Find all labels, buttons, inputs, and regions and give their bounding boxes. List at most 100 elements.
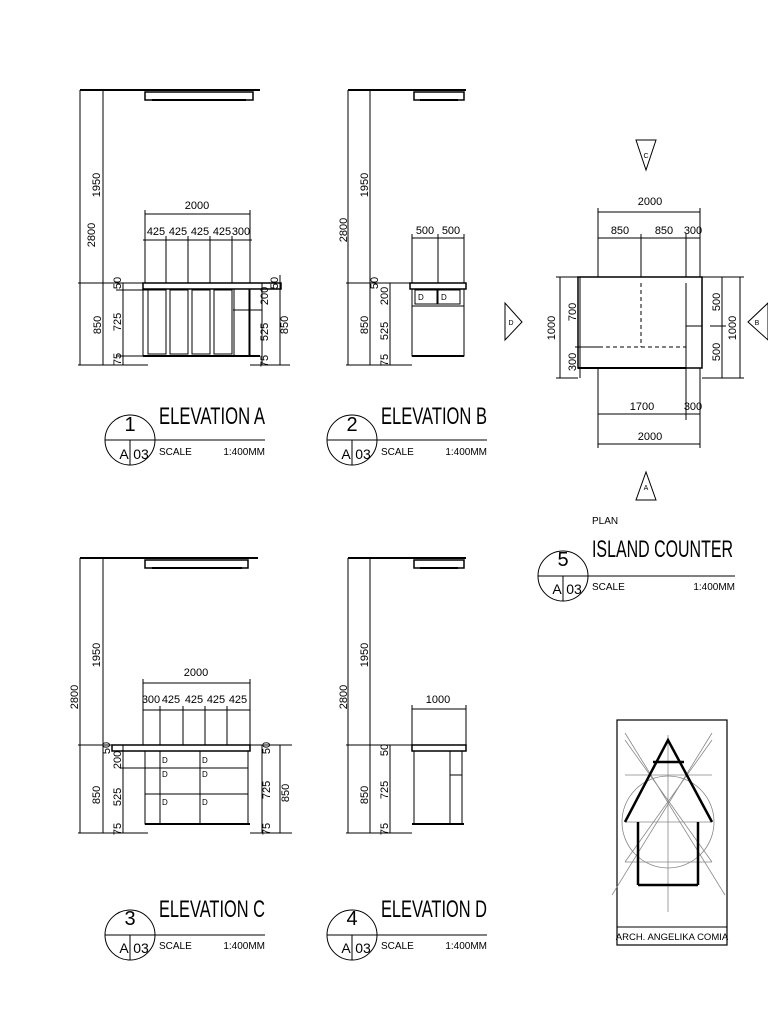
dim-right-total: 1000 [727,316,739,340]
dim-width: 1000 [426,694,450,706]
dim-upper-height: 1950 [359,643,371,667]
dim-top-seg-2: 850 [655,225,673,237]
drawer-mark: D [202,756,208,765]
view-title: ISLAND COUNTER [592,536,733,563]
dim-total-height: 2800 [86,223,98,247]
scale-label: SCALE [381,447,414,458]
dim-top-seg-3: 300 [684,225,702,237]
view-title: ELEVATION B [381,403,487,430]
dim-upper-height: 1950 [91,643,103,667]
elevation-b-dimensions: 2800 1950 850 525 200 50 75 500 500 D D [338,173,460,366]
drawer-mark: D [162,770,168,779]
dim-seg-2: 500 [442,225,460,237]
elevation-a-drawing [78,89,290,366]
scale-value: 1:400MM [223,941,265,952]
dim-body-left: 725 [112,313,124,331]
dim-drawer-right: 200 [259,287,271,305]
dim-top-total: 2000 [638,196,662,208]
scale-value: 1:400MM [445,447,487,458]
dim-counter-left: 850 [92,316,104,334]
elevation-c-title-block: 3 A 03 ELEVATION C SCALE 1:400MM [104,896,265,961]
dim-left-seg-2: 300 [567,353,579,371]
sheet-letter: A [119,446,129,462]
elevation-c-drawing [78,557,292,834]
scale-label: SCALE [159,447,192,458]
dim-base-right: 75 [261,823,273,835]
elevation-b-drawing [346,89,467,366]
dim-left-seg-1: 700 [567,303,579,321]
dim-base-left: 75 [379,823,391,835]
view-title: ELEVATION C [159,896,265,923]
dim-body-left: 725 [379,781,391,799]
dim-seg-2: 425 [169,226,187,238]
dim-seg-2: 425 [162,694,180,706]
dim-bottom-total: 2000 [638,431,662,443]
dim-right-seg-1: 500 [711,293,723,311]
scale-value: 1:400MM [693,582,735,593]
dim-base-right: 75 [259,355,271,367]
dim-seg-1: 500 [416,225,434,237]
dim-drawer-left: 200 [112,751,124,769]
view-number: 4 [346,908,357,930]
marker-b: B [755,320,760,327]
sheet-letter: A [552,581,562,597]
architect-logo: ARCH. ANGELIKA COMIA [611,719,729,946]
dim-seg-3: 425 [191,226,209,238]
dim-seg-1: 425 [147,226,165,238]
sheet-number: 03 [133,940,149,956]
dim-counter-left: 850 [359,316,371,334]
dim-counter-left: 850 [91,786,103,804]
dim-seg-3: 425 [185,694,203,706]
dim-width: 2000 [184,667,208,679]
drawer-label: D [441,293,447,302]
sheet-number: 03 [133,446,149,462]
dim-seg-4: 425 [207,694,225,706]
dim-top-left: 50 [101,742,113,754]
view-title: ELEVATION A [159,403,265,430]
dim-bottom-seg-2: 300 [684,401,702,413]
sheet-letter: A [119,940,129,956]
sheet-letter: A [341,446,351,462]
elevation-b-title-block: 2 A 03 ELEVATION B SCALE 1:400MM [326,403,487,466]
dim-top-left: 50 [379,744,391,756]
elevation-a-title-block: 1 A 03 ELEVATION A SCALE 1:400MM [104,403,265,466]
elevation-d-title-block: 4 A 03 ELEVATION D SCALE 1:400MM [326,896,487,961]
dim-base-left: 75 [112,823,124,835]
logo-caption: ARCH. ANGELIKA COMIA [616,932,729,943]
dim-right-seg-2: 500 [711,343,723,361]
dim-door-left: 525 [379,322,391,340]
drawer-mark: D [202,798,208,807]
sheet-letter: A [341,940,351,956]
scale-label: SCALE [592,582,625,593]
view-title: ELEVATION D [381,896,487,923]
view-number: 3 [124,908,135,930]
scale-value: 1:400MM [445,941,487,952]
marker-a: A [644,485,649,492]
dim-counter-right: 850 [279,316,291,334]
plan-title-block: 5 A 03 PLAN ISLAND COUNTER SCALE 1:400MM [537,516,735,602]
scale-label: SCALE [381,941,414,952]
plan-pretitle: PLAN [592,516,618,527]
dim-door-left: 525 [112,788,124,806]
dim-seg-1: 300 [142,694,160,706]
dim-top-right: 50 [269,277,281,289]
dim-seg-5: 425 [229,694,247,706]
scale-value: 1:400MM [223,447,265,458]
dim-base-left: 75 [379,354,391,366]
dim-left-total: 1000 [546,316,558,340]
sheet-number: 03 [566,581,582,597]
view-number: 2 [346,414,357,436]
marker-c: C [643,153,648,160]
elevation-a-dimensions: 2800 1950 850 725 50 75 2000 425 425 425… [86,173,291,367]
dim-seg-4: 425 [213,226,231,238]
dim-top-left: 50 [369,277,381,289]
dim-top-left: 50 [112,277,124,289]
drawer-label: D [418,293,424,302]
dim-door-right: 525 [259,323,271,341]
dim-total-height: 2800 [338,218,350,242]
dim-upper-height: 1950 [91,173,103,197]
plan-drawing [504,139,768,501]
dim-body-right: 725 [261,781,273,799]
dim-upper-height: 1950 [359,173,371,197]
